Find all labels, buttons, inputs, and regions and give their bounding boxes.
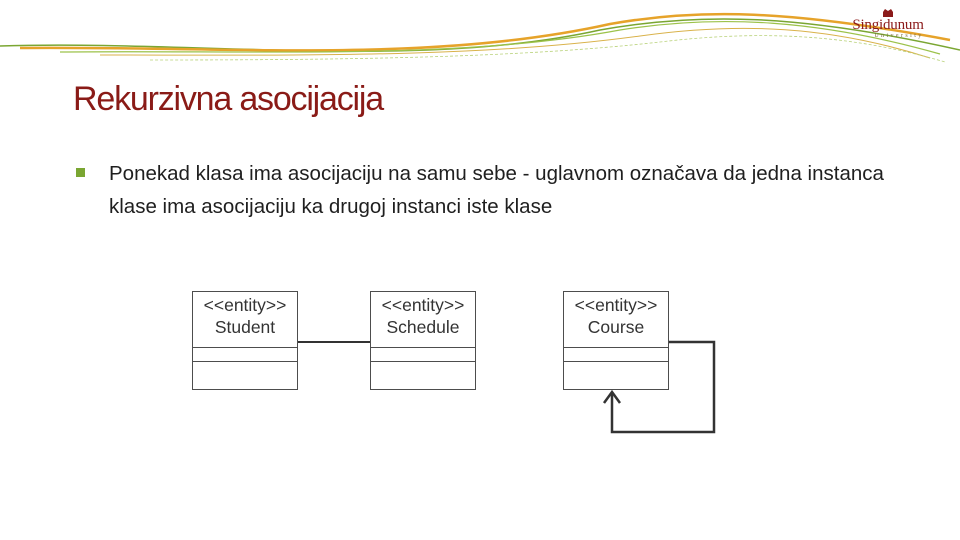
- class-box-schedule: <<entity>> Schedule: [370, 291, 476, 390]
- operations-compartment: [193, 362, 297, 390]
- class-stereotype: <<entity>>: [371, 294, 475, 316]
- attributes-compartment: [193, 348, 297, 362]
- class-stereotype: <<entity>>: [193, 294, 297, 316]
- class-header: <<entity>> Student: [193, 292, 297, 348]
- class-box-student: <<entity>> Student: [192, 291, 298, 390]
- operations-compartment: [564, 362, 668, 390]
- attributes-compartment: [371, 348, 475, 362]
- operations-compartment: [371, 362, 475, 390]
- class-name: Student: [193, 316, 297, 338]
- class-name: Course: [564, 316, 668, 338]
- class-header: <<entity>> Schedule: [371, 292, 475, 348]
- class-box-course: <<entity>> Course: [563, 291, 669, 390]
- class-stereotype: <<entity>>: [564, 294, 668, 316]
- class-name: Schedule: [371, 316, 475, 338]
- attributes-compartment: [564, 348, 668, 362]
- class-header: <<entity>> Course: [564, 292, 668, 348]
